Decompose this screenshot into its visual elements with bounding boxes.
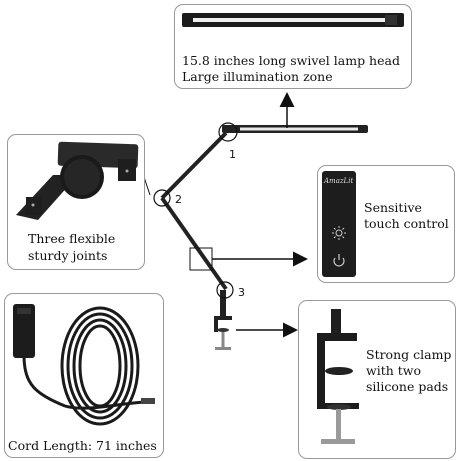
cord-callout: Cord Length: 71 inches <box>4 293 164 458</box>
brand-label: AmazLit <box>324 177 354 185</box>
upper-arm <box>160 131 228 200</box>
control-panel: AmazLit <box>322 171 356 277</box>
joint-number-2: 2 <box>175 193 182 206</box>
joint-closeup-photo <box>16 141 139 220</box>
clamp-callout: Strong clamp with two silicone pads <box>298 300 456 459</box>
joints-callout: Three flexible sturdy joints <box>7 134 145 270</box>
sun-brightness-icon[interactable] <box>322 171 356 277</box>
clamp-line2: with two <box>366 363 421 378</box>
lower-arm <box>160 196 228 291</box>
lamp-head-line2: Large illumination zone <box>182 69 333 84</box>
joints-line1: Three flexible <box>28 231 116 246</box>
small-clamp <box>214 290 232 350</box>
touch-line2: touch control <box>364 216 449 231</box>
clamp-closeup-photo <box>317 309 359 444</box>
joints-line2: sturdy joints <box>28 248 108 263</box>
joint-circle-1 <box>218 122 238 142</box>
lamp-head <box>222 125 368 133</box>
joint-circle-2 <box>153 189 171 207</box>
joint-number-1: 1 <box>229 148 236 161</box>
power-adapter-photo <box>13 304 155 426</box>
lamp-head-callout: 15.8 inches long swivel lamp head Large … <box>174 4 412 89</box>
touch-control-callout: AmazLit Sensitive touch control <box>317 165 455 283</box>
joint-circle-3 <box>216 281 234 299</box>
clamp-line3: silicone pads <box>366 379 449 394</box>
clamp-line1: Strong clamp <box>366 347 452 362</box>
cord-length-label: Cord Length: 71 inches <box>8 438 157 453</box>
power-icon[interactable] <box>322 171 356 277</box>
lamp-head-photo <box>182 13 404 27</box>
lamp-head-line1: 15.8 inches long swivel lamp head <box>182 53 400 68</box>
touch-line1: Sensitive <box>364 200 422 215</box>
joint-number-3: 3 <box>238 286 245 299</box>
